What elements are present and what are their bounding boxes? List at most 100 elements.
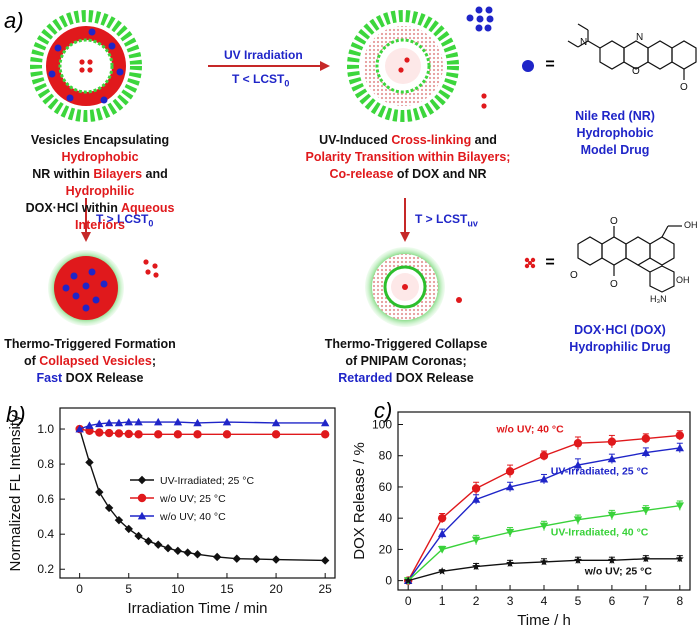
caption-line: of Collapsed Vesicles; [0,353,180,370]
data-point [573,439,583,448]
x-axis-label: Irradiation Time / min [127,600,267,617]
svg-text:O: O [610,216,618,227]
data-point [193,418,202,427]
caption-segment: Thermo-Triggered Collapse [324,337,488,351]
vesicle-intact [30,10,142,122]
dox-structure-icon [577,225,682,293]
arrow-uv-label-2: T < LCST0 [232,72,290,89]
caption-segment: NR within [32,167,94,181]
nile-red-eq: = [545,56,555,73]
caption-segment: Vesicles Encapsulating [30,133,170,147]
data-point [95,419,104,428]
x-tick-label: 20 [269,582,283,596]
y-tick-label: 0.4 [37,527,54,541]
svg-text:OH: OH [684,220,698,230]
data-point [271,430,281,439]
legend-label: UV-Irradiated; 25 °C [160,475,254,487]
caption-segment: UV-Induced [319,133,392,147]
data-point [124,524,133,534]
data-point [437,546,447,554]
legend-marker [137,493,147,503]
data-point [641,507,651,515]
legend-label: w/o UV; 25 °C [159,493,226,505]
data-point [505,467,515,476]
caption-segment: Aqueous Interiors [74,201,175,232]
data-point [232,554,241,563]
y-tick-label: 0 [385,574,392,588]
x-tick-label: 10 [171,582,185,596]
data-point [675,443,685,452]
x-axis-label: Time / h [517,612,571,629]
data-point [75,424,84,433]
dox-cross-icon [524,257,536,269]
scheme-graphics: N O N O O [30,6,698,327]
data-point [539,451,549,460]
y-tick-label: 0.2 [37,562,54,576]
data-point [607,556,616,564]
legend-label: w/o UV; 40 °C [159,511,226,523]
data-point [539,474,549,483]
caption-line: Polarity Transition within Bilayers; [298,149,518,166]
data-point [154,417,163,426]
data-point [641,554,650,563]
nile-red-structure-icon [567,23,697,80]
series-label: UV-Irradiated, 40 °C [551,526,649,538]
dox-eq: = [545,254,555,271]
caption-segment: Collapsed Vesicles [39,354,152,368]
data-point [404,576,413,585]
data-point [193,430,202,439]
x-tick-label: 0 [405,594,412,608]
x-tick-label: 7 [643,594,650,608]
x-tick-label: 4 [541,594,548,608]
x-tick-label: 15 [220,582,234,596]
series-2 [403,500,685,585]
legend-marker [137,475,147,485]
data-point [222,417,232,426]
caption-segment: ; [151,354,156,368]
data-point [222,430,232,439]
data-point [104,503,114,513]
series-1 [403,442,685,584]
data-point [471,495,481,503]
data-point [104,418,114,427]
y-tick-label: 80 [379,449,393,463]
y-tick-label: 0.8 [37,457,54,471]
data-point [163,544,173,553]
dox-legend: DOX·HCl (DOX) Hydrophilic Drug [569,323,671,354]
data-point [114,418,124,427]
panel-a-label: a) [4,8,24,33]
caption-segment: Hydrophobic [61,150,139,164]
y-tick-label: 60 [379,480,393,494]
panel-b-label: b) [6,402,26,427]
arrow-right-down [400,198,410,242]
nile-red-dot-icon [522,60,534,72]
y-axis-label: Normalized FL Intensity [7,414,24,572]
svg-text:O: O [570,270,578,281]
caption-segment: and [471,133,497,147]
data-point [675,502,685,510]
series-label: w/o UV; 25 °C [584,565,653,577]
data-point [320,556,330,565]
data-point [154,540,163,549]
caption-segment: Polarity Transition within Bilayers; [305,150,511,164]
plot-frame [59,407,336,579]
data-point [438,567,447,575]
data-point [85,421,94,429]
y-axis-label: DOX Release / % [351,442,368,560]
data-point [183,548,192,557]
data-point [173,417,183,426]
data-point [134,417,143,426]
caption-line: Thermo-Triggered Formation [0,336,180,353]
caption-segment: Bilayers [93,167,143,181]
data-point [95,428,104,437]
data-point [573,460,583,469]
data-point [320,418,330,427]
arrow-uv-label-1: UV Irradiation [224,48,303,62]
series-0 [403,430,685,585]
x-tick-label: 25 [318,582,332,596]
data-point [573,516,583,524]
caption-segment: Hydrophilic [65,184,135,198]
series-1 [75,424,330,439]
